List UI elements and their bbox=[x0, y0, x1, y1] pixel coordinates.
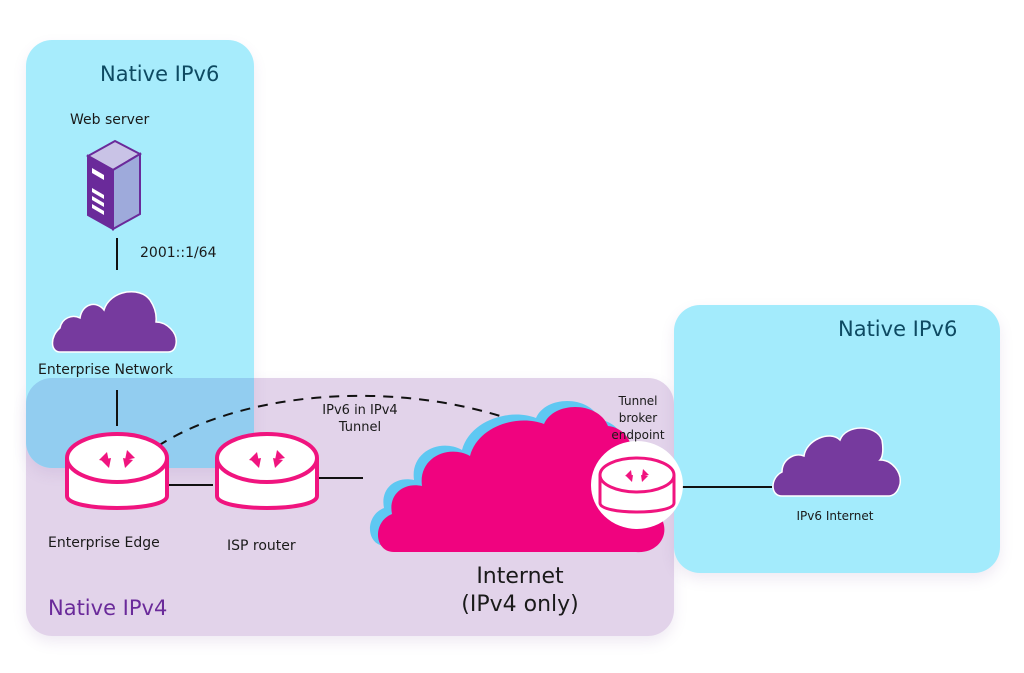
enterprise-edge-router-icon bbox=[65, 432, 169, 510]
zone-title-ipv6-right: Native IPv6 bbox=[838, 317, 958, 341]
tunnel-broker-router-icon bbox=[591, 441, 683, 529]
web-server-icon bbox=[85, 139, 143, 231]
internet-label-line2: (IPv4 only) bbox=[461, 592, 579, 617]
web-server-address: 2001::1/64 bbox=[140, 245, 217, 261]
ipv6-internet-cloud-icon bbox=[772, 427, 901, 497]
internet-label: Internet (IPv4 only) bbox=[430, 563, 610, 619]
internet-label-line1: Internet bbox=[476, 564, 564, 589]
enterprise-network-label: Enterprise Network bbox=[38, 362, 173, 378]
web-server-label: Web server bbox=[70, 112, 150, 128]
zone-title-ipv6-left: Native IPv6 bbox=[100, 62, 220, 86]
tunnel-broker-label-line1: Tunnel bbox=[618, 394, 658, 408]
internet-cloud-icon bbox=[369, 400, 665, 553]
enterprise-edge-label: Enterprise Edge bbox=[48, 535, 160, 551]
ipv6-internet-label: IPv6 Internet bbox=[796, 509, 874, 523]
isp-router-icon bbox=[215, 432, 319, 510]
tunnel-label-line1: IPv6 in IPv4 bbox=[322, 403, 398, 418]
tunnel-label-line2: Tunnel bbox=[338, 420, 382, 435]
tunnel-broker-label-line2: broker bbox=[618, 411, 658, 425]
tunnel-broker-label: Tunnel broker endpoint bbox=[600, 393, 676, 444]
enterprise-network-cloud-icon bbox=[51, 291, 177, 353]
tunnel-label: IPv6 in IPv4 Tunnel bbox=[305, 402, 415, 436]
zone-title-ipv4: Native IPv4 bbox=[48, 596, 168, 620]
tunnel-broker-label-line3: endpoint bbox=[611, 428, 665, 442]
isp-router-label: ISP router bbox=[227, 538, 296, 554]
